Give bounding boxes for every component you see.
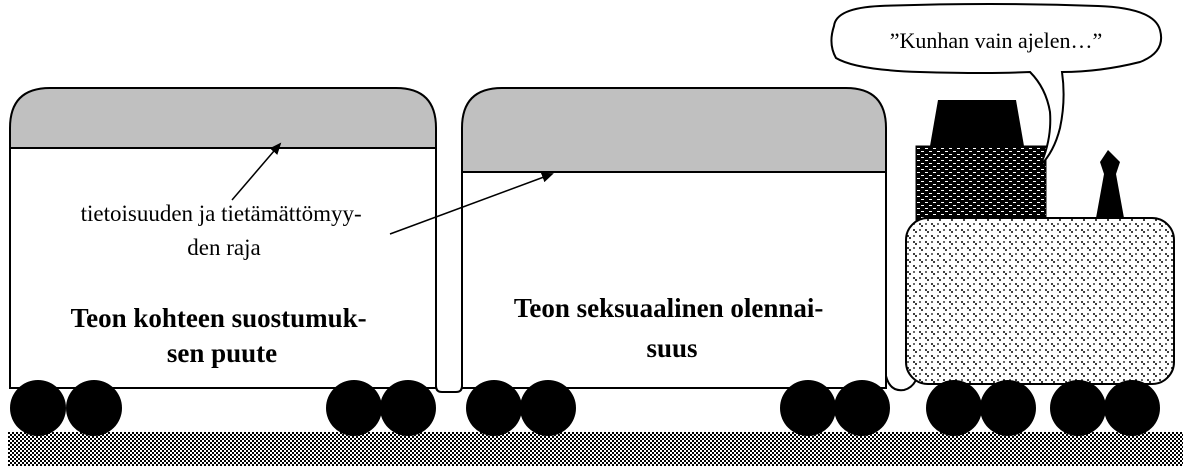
wagon-1: Teon kohteen suostumuk- sen puute xyxy=(9,87,437,389)
wheel xyxy=(66,380,122,436)
wheel xyxy=(466,380,522,436)
wagon-2: Teon seksuaalinen olennai- suus xyxy=(461,87,887,389)
boundary-arrow-1 xyxy=(231,142,282,201)
coupling-1-2 xyxy=(435,372,463,393)
wheel xyxy=(10,380,66,436)
locomotive-chimney xyxy=(915,145,1047,225)
locomotive-chimney-cap xyxy=(930,100,1024,146)
coupling-2-loco xyxy=(885,375,917,392)
wheel xyxy=(380,380,436,436)
wagon-2-roof xyxy=(461,87,887,173)
locomotive-whistle xyxy=(1096,150,1124,218)
speech-bubble-outline xyxy=(830,3,1162,167)
wheel xyxy=(980,380,1036,436)
boundary-arrow-2 xyxy=(389,172,554,235)
wagon-1-body xyxy=(9,147,437,389)
speech-bubble: ”Kunhan vain ajelen…” xyxy=(830,3,1162,167)
wheels xyxy=(10,380,1160,436)
wheel xyxy=(780,380,836,436)
track xyxy=(8,432,1183,466)
wheel xyxy=(926,380,982,436)
wagon-2-label: Teon seksuaalinen olennai- suus xyxy=(514,293,830,363)
speech-bubble-text: ”Kunhan vain ajelen…” xyxy=(890,28,1103,53)
wheel xyxy=(1104,380,1160,436)
wheel xyxy=(834,380,890,436)
wagon-1-label: Teon kohteen suostumuk- sen puute xyxy=(71,303,374,368)
locomotive xyxy=(905,100,1175,385)
locomotive-boiler xyxy=(905,217,1175,385)
boundary-label: tietoisuuden ja tietämättömyy- den raja xyxy=(81,201,368,260)
wagon-2-body xyxy=(461,171,887,389)
wheel xyxy=(1050,380,1106,436)
wheel xyxy=(520,380,576,436)
wagon-1-roof xyxy=(9,87,437,149)
wheel xyxy=(326,380,382,436)
